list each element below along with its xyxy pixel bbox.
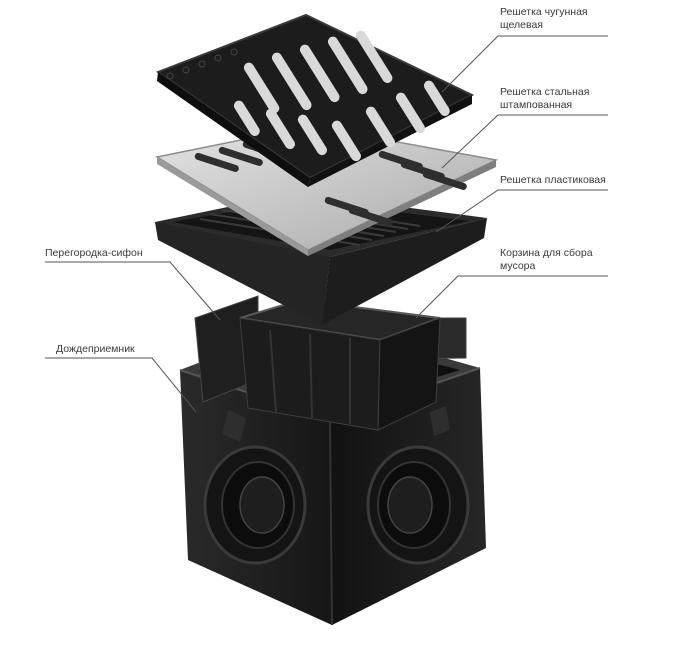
- label-cast-iron-grate-line2: щелевая: [500, 19, 543, 31]
- label-steel-grate: Решетка стальная штампованная: [500, 86, 589, 112]
- leader-trash-basket: [415, 275, 608, 319]
- label-rain-inlet: Дождеприемник: [56, 343, 135, 356]
- label-trash-basket-line1: Корзина для сбора: [500, 247, 593, 259]
- label-cast-iron-grate-line1: Решетка чугунная: [500, 6, 588, 18]
- label-rain-inlet-line1: Дождеприемник: [56, 343, 135, 355]
- label-siphon-partition-line1: Перегородка-сифон: [45, 247, 143, 259]
- label-steel-grate-line2: штампованная: [500, 99, 573, 111]
- label-siphon-partition: Перегородка-сифон: [45, 247, 143, 260]
- label-trash-basket: Корзина для сбора мусора: [500, 247, 593, 273]
- label-plastic-grate-line1: Решетка пластиковая: [500, 174, 606, 186]
- label-trash-basket-line2: мусора: [500, 260, 536, 272]
- leader-plastic-grate: [435, 189, 608, 233]
- leader-cast-iron-grate: [441, 35, 608, 93]
- leader-steel-grate: [441, 114, 608, 169]
- cast-iron-grate: [155, 13, 475, 187]
- leader-lines: [45, 35, 608, 413]
- label-steel-grate-line1: Решетка стальная: [500, 86, 590, 98]
- steel-grate: [154, 125, 499, 256]
- leader-siphon-partition: [45, 261, 221, 321]
- leader-rain-inlet: [45, 357, 197, 413]
- trash-basket: [239, 298, 441, 431]
- label-plastic-grate: Решетка пластиковая: [500, 174, 606, 187]
- label-cast-iron-grate: Решетка чугунная щелевая: [500, 6, 588, 32]
